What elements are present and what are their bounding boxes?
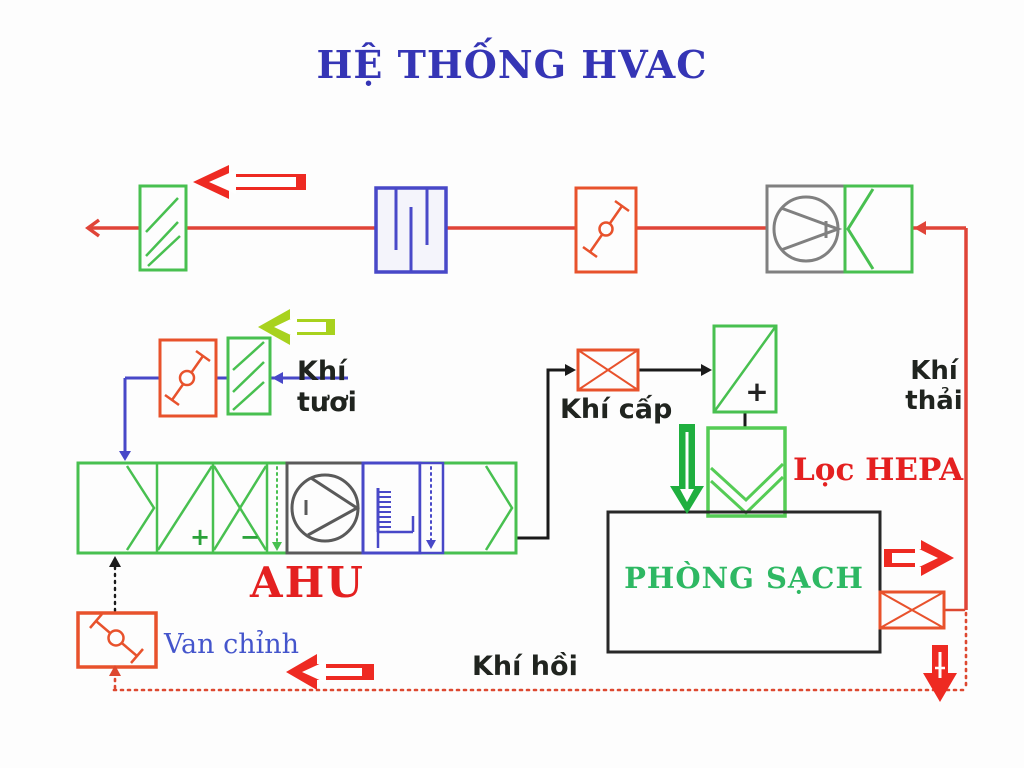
fresh-air-damper-icon	[158, 338, 218, 418]
reheat-coil-icon	[712, 324, 778, 414]
exhaust-flow-arrow	[193, 165, 306, 199]
ahu-humidifier-icon	[361, 461, 422, 555]
fresh-air-louvre-icon	[226, 336, 272, 416]
exhaust-fan-icon	[765, 184, 847, 274]
clean-room-label: PHÒNG SẠCH	[624, 561, 864, 595]
fresh-air-label: Khí tươi	[297, 356, 357, 419]
return-control-valve-icon	[76, 611, 158, 669]
ahu-mixing-damper-icon	[125, 463, 159, 553]
hepa-flow-arrow	[670, 424, 704, 514]
return-air-label: Khí hồi	[472, 651, 578, 682]
exhaust-down-flow-arrow	[923, 645, 957, 702]
fresh-air-flow-arrow	[258, 309, 335, 345]
control-valve-label: Van chỉnh	[164, 629, 300, 660]
exhaust-damper-icon	[574, 186, 638, 274]
ahu-cooling-sign: −	[240, 523, 260, 551]
ahu-heating-sign: +	[190, 523, 210, 551]
room-exhaust-flow-arrow	[884, 540, 954, 576]
ahu-label: AHU	[250, 558, 365, 607]
ahu-unit: + −	[76, 461, 518, 555]
exhaust-air-label: Khí thải	[905, 356, 963, 416]
flow-arrowheads	[109, 221, 926, 676]
page-title: HỆ THỐNG HVAC	[316, 42, 708, 87]
hepa-label: Lọc HEPA	[793, 452, 964, 488]
ahu-heating-coil-icon	[156, 463, 215, 553]
silencer-icon	[374, 186, 448, 274]
clean-room-box	[606, 510, 882, 654]
room-exhaust-damper-icon	[878, 590, 946, 630]
reheat-coil-sign: +	[745, 375, 768, 408]
fan-outlet-connector-icon	[843, 184, 914, 274]
ahu-cooling-coil-icon	[212, 463, 269, 553]
hepa-filter-icon	[706, 426, 787, 518]
ahu-discharge-damper-icon	[484, 465, 514, 551]
return-flow-arrow	[286, 654, 374, 690]
supply-air-label: Khí cấp	[560, 394, 673, 425]
ahu-eliminator-icon	[418, 461, 445, 555]
supply-damper-icon	[576, 348, 640, 392]
ahu-supply-fan-icon	[285, 461, 365, 555]
ahu-filter-icon	[272, 466, 282, 551]
exhaust-louvre-icon	[138, 184, 188, 272]
